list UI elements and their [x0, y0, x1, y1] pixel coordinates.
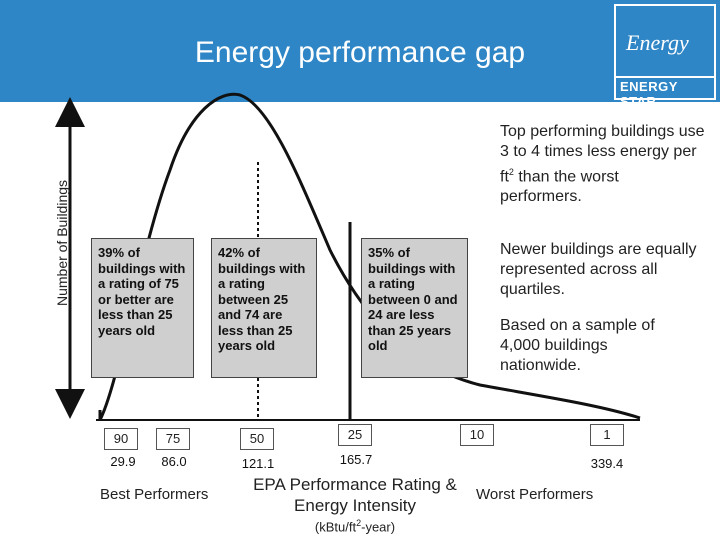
best-performers-label: Best Performers — [100, 486, 209, 503]
worst-performers-label: Worst Performers — [476, 486, 594, 503]
y-axis-label: Number of Buildings — [54, 179, 70, 307]
logo-wordmark: ENERGY STAR — [620, 79, 678, 109]
rating-tick-90: 90 — [104, 428, 138, 450]
page-title: Energy performance gap — [194, 36, 526, 69]
energy-star-logo: Energy ENERGY STAR — [614, 4, 716, 109]
logo-script-text: Energy — [626, 30, 689, 55]
x-axis-title: EPA Performance Rating & Energy Intensit… — [253, 475, 457, 515]
x-axis-unit: (kBtu/ft2-year) — [314, 518, 396, 535]
annotation-newer-buildings: Newer buildings are equally represented … — [500, 241, 697, 298]
intensity-tick-339-4: 339.4 — [590, 456, 624, 471]
rating-tick-25: 25 — [338, 424, 372, 446]
logo-divider — [616, 76, 714, 100]
info-box-top-performers: 39% of buildings with a rating of 75 or … — [91, 238, 194, 378]
rating-tick-75: 75 — [156, 428, 190, 450]
rating-tick-50: 50 — [240, 428, 274, 450]
header-bar: Energy performance gap Energy ENERGY STA… — [0, 0, 720, 109]
info-box-middle: 42% of buildings with a rating between 2… — [211, 238, 317, 378]
info-box-bottom: 35% of buildings with a rating between 0… — [361, 238, 468, 378]
intensity-tick-29-9: 29.9 — [110, 454, 136, 469]
rating-tick-10: 10 — [460, 424, 494, 446]
annotation-sample: Based on a sample of 4,000 buildings nat… — [500, 317, 655, 374]
rating-tick-1: 1 — [590, 424, 624, 446]
intensity-tick-121-1: 121.1 — [241, 456, 275, 471]
intensity-tick-165-7: 165.7 — [339, 452, 373, 467]
intensity-tick-86-0: 86.0 — [161, 454, 187, 469]
annotation-top-performing: Top performing buildings use 3 to 4 time… — [500, 123, 705, 206]
y-axis-label-wrap: Number of Buildings — [52, 130, 72, 360]
